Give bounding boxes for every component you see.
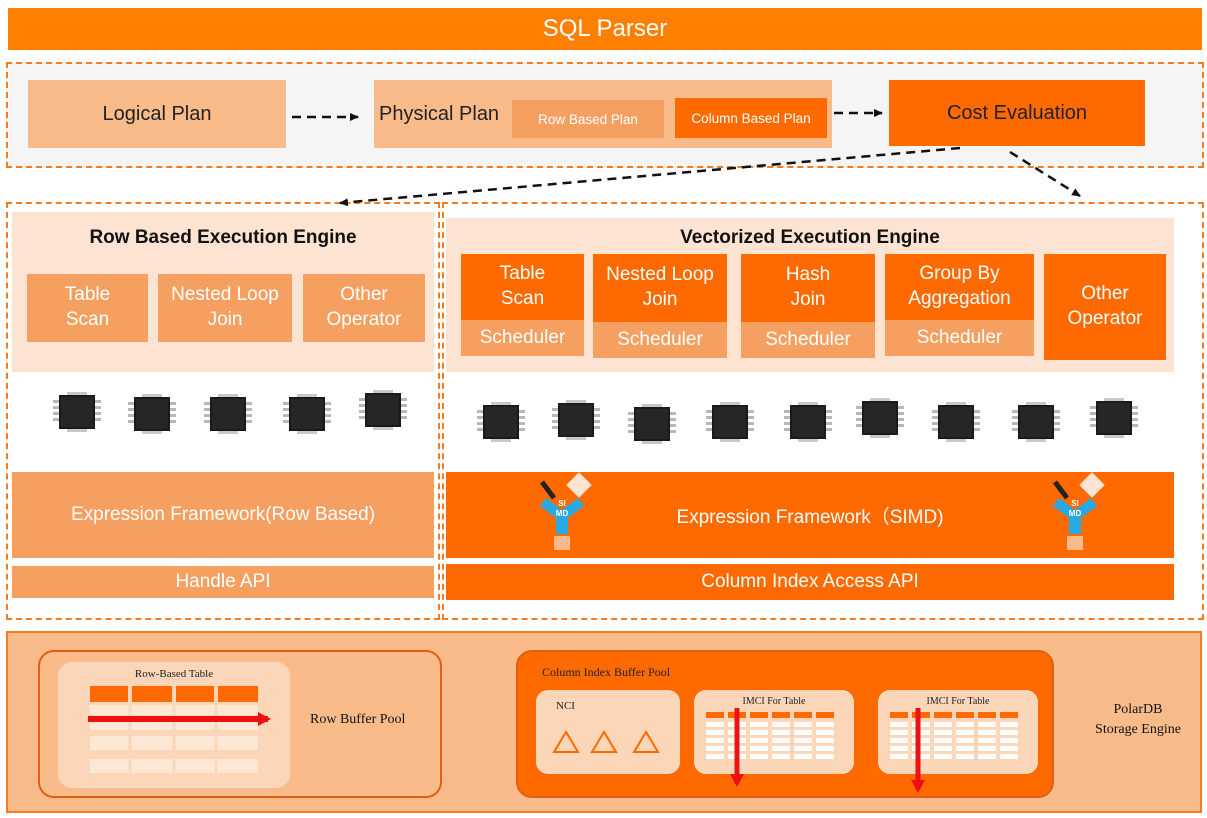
vectorized-engine-title: Vectorized Execution Engine xyxy=(680,227,940,248)
simd-icon: SI MD xyxy=(1053,472,1105,550)
cpu-chip-icon xyxy=(1012,402,1060,442)
cpu-chip-icon xyxy=(856,398,904,438)
vec-scheduler-table-scan: Scheduler xyxy=(461,320,584,356)
vec-op-label: Hash xyxy=(785,264,831,286)
row-op-label: Other xyxy=(340,284,388,306)
row-op-table-scan: Table Scan xyxy=(27,274,148,342)
column-index-access-api-bar: Column Index Access API xyxy=(446,564,1174,600)
vec-op-label: Operator xyxy=(1067,308,1143,329)
cpu-chip-icon xyxy=(552,400,600,440)
vec-scheduler-nested-loop-join: Scheduler xyxy=(593,322,727,358)
vec-scheduler-group-by-aggregation: Scheduler xyxy=(885,320,1034,356)
column-index-buffer-pool-title: Column Index Buffer Pool xyxy=(542,665,671,679)
sql-parser-box: SQL Parser xyxy=(8,8,1202,50)
cpu-chip-icon xyxy=(204,394,252,434)
row-table-grid xyxy=(90,686,258,773)
imci-label: IMCI For Table xyxy=(742,696,806,707)
simd-icon-label: MD xyxy=(1069,509,1082,518)
imci-grid xyxy=(890,712,1018,759)
vec-op-table-scan: Table Scan xyxy=(461,254,584,320)
nci-label: NCI xyxy=(556,700,575,712)
row-op-label: Table xyxy=(64,284,111,306)
cpu-chip-icon xyxy=(628,404,676,444)
arrow-cost-to-vectorized-engine xyxy=(1009,150,1081,198)
vec-op-label: Group By xyxy=(919,263,1000,285)
nci-triangle-icon xyxy=(590,730,618,753)
vec-op-label: Scan xyxy=(500,288,545,309)
simd-icon-label: SI xyxy=(1071,499,1079,508)
nci-triangle-icon xyxy=(552,730,580,753)
row-expression-framework: Expression Framework(Row Based) xyxy=(12,472,434,558)
row-op-other-operator: Other Operator xyxy=(303,274,425,342)
simd-icon-label: SI xyxy=(558,499,566,508)
arrow-cost-to-row-engine xyxy=(339,146,961,207)
cpu-chip-icon xyxy=(784,402,832,442)
cpu-chip-icon xyxy=(53,392,101,432)
logical-plan-box: Logical Plan xyxy=(28,80,286,148)
vec-op-label: Join xyxy=(790,289,826,310)
imci-label: IMCI For Table xyxy=(926,696,990,707)
vec-op-group-by-aggregation: Group By Aggregation xyxy=(885,254,1034,320)
vec-op-nested-loop-join: Nested Loop Join xyxy=(593,254,727,322)
row-based-plan-box: Row Based Plan xyxy=(512,100,664,138)
storage-label-line: Storage Engine xyxy=(1095,722,1181,738)
row-based-table-title: Row-Based Table xyxy=(134,668,214,680)
vec-op-label: Table xyxy=(499,263,546,285)
vec-op-label: Aggregation xyxy=(908,288,1011,309)
vec-op-other-operator: Other Operator xyxy=(1044,254,1166,360)
nci-triangle-icon xyxy=(632,730,660,753)
cpu-chip-icon xyxy=(359,390,407,430)
row-buffer-pool-label: Row Buffer Pool xyxy=(310,712,406,727)
row-engine-title: Row Based Execution Engine xyxy=(89,227,357,248)
simd-icon: SI MD xyxy=(540,472,592,550)
row-op-label: Join xyxy=(207,309,243,330)
imci-grid xyxy=(706,712,834,759)
column-based-plan-box: Column Based Plan xyxy=(675,98,827,138)
cpu-chip-icon xyxy=(932,402,980,442)
cpu-chip-icon xyxy=(477,402,525,442)
cpu-chip-icon xyxy=(706,402,754,442)
storage-label-line: PolarDB xyxy=(1113,702,1163,717)
row-op-label: Operator xyxy=(326,309,402,330)
cost-evaluation-box: Cost Evaluation xyxy=(889,80,1145,146)
polardb-storage-engine-label: PolarDB Storage Engine xyxy=(1078,700,1198,741)
simd-icon-label: MD xyxy=(556,509,569,518)
physical-plan-label: Physical Plan xyxy=(379,102,500,125)
row-op-label: Nested Loop xyxy=(171,284,279,306)
handle-api-bar: Handle API xyxy=(12,566,434,598)
vectorized-engine-region xyxy=(442,202,1204,620)
vec-op-label: Other xyxy=(1081,283,1129,305)
nci-card xyxy=(536,690,680,774)
row-engine-region xyxy=(6,202,440,620)
vec-op-label: Join xyxy=(642,289,678,310)
cpu-chip-icon xyxy=(283,394,331,434)
cpu-chip-icon xyxy=(1090,398,1138,438)
vec-op-label: Nested Loop xyxy=(606,264,714,286)
cpu-chip-icon xyxy=(128,394,176,434)
row-op-nested-loop-join: Nested Loop Join xyxy=(158,274,292,342)
vec-op-hash-join: Hash Join xyxy=(741,254,875,322)
vec-scheduler-hash-join: Scheduler xyxy=(741,322,875,358)
row-op-label: Scan xyxy=(65,309,110,330)
